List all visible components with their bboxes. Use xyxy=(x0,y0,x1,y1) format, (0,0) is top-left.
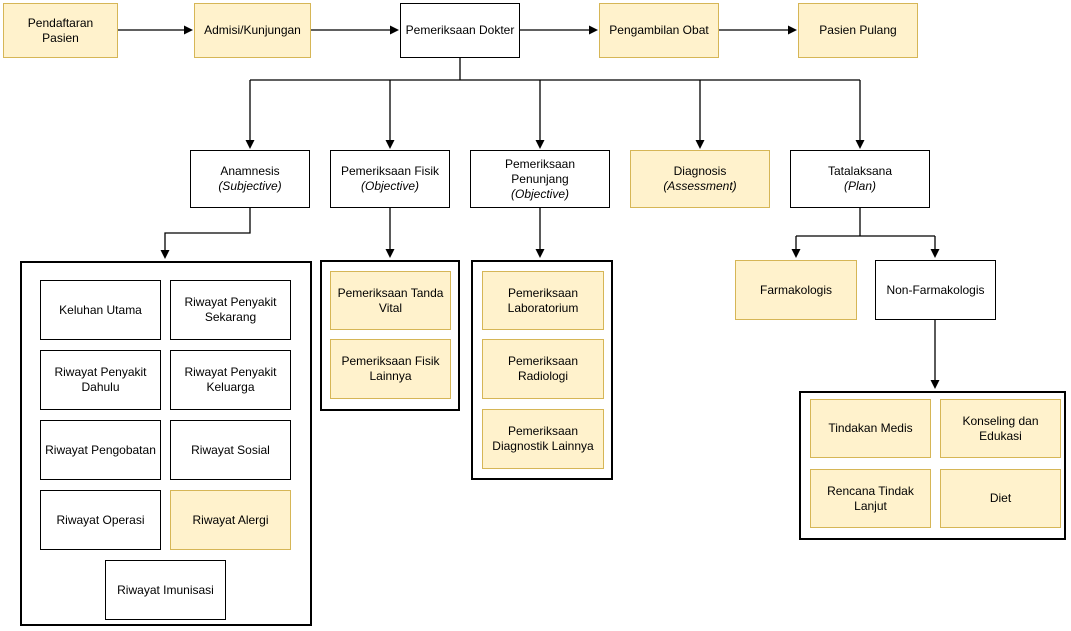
node-admisi-kunjungan: Admisi/Kunjungan xyxy=(194,3,311,58)
node-title: Tatalaksana xyxy=(827,164,893,178)
node-label: Pengambilan Obat xyxy=(609,23,709,37)
node-pendaftaran-pasien: Pendaftaran Pasien xyxy=(3,3,118,58)
node-pemeriksaan-tanda-vital: Pemeriksaan Tanda Vital xyxy=(330,271,451,330)
node-subtitle: (Objective) xyxy=(360,179,419,193)
node-konseling-dan-edukasi: Konseling dan Edukasi xyxy=(940,399,1061,458)
node-pemeriksaan-dokter: Pemeriksaan Dokter xyxy=(400,3,520,58)
node-anamnesis: Anamnesis (Subjective) xyxy=(190,150,310,208)
node-non-farmakologis: Non-Farmakologis xyxy=(875,260,996,320)
node-pemeriksaan-fisik: Pemeriksaan Fisik (Objective) xyxy=(330,150,450,208)
node-label: Diet xyxy=(989,491,1012,505)
node-label: Riwayat Pengobatan xyxy=(45,442,156,457)
node-label: Riwayat Alergi xyxy=(192,512,269,527)
node-label: Pendaftaran Pasien xyxy=(27,15,94,45)
node-label: Riwayat Penyakit Dahulu xyxy=(54,365,147,394)
node-subtitle: (Plan) xyxy=(843,179,876,193)
node-label: Riwayat Penyakit Sekarang xyxy=(184,295,277,324)
node-pemeriksaan-laboratorium: Pemeriksaan Laboratorium xyxy=(482,271,604,330)
node-subtitle: (Assessment) xyxy=(663,179,737,193)
node-riwayat-penyakit-keluarga: Riwayat Penyakit Keluarga xyxy=(170,350,291,410)
node-label: Riwayat Sosial xyxy=(191,442,270,457)
node-label: Keluhan Utama xyxy=(59,302,142,317)
node-label: Farmakologis xyxy=(759,282,833,297)
node-pemeriksaan-penunjang: Pemeriksaan Penunjang (Objective) xyxy=(470,150,610,208)
node-pasien-pulang: Pasien Pulang xyxy=(798,3,918,58)
node-label: Pemeriksaan Diagnostik Lainnya xyxy=(492,424,594,453)
node-riwayat-imunisasi: Riwayat Imunisasi xyxy=(105,560,226,620)
node-label: Pemeriksaan Radiologi xyxy=(507,354,579,383)
node-riwayat-sosial: Riwayat Sosial xyxy=(170,420,291,480)
node-rencana-tindak-lanjut: Rencana Tindak Lanjut xyxy=(810,469,931,528)
node-pemeriksaan-fisik-lainnya: Pemeriksaan Fisik Lainnya xyxy=(330,339,451,399)
node-label: Konseling dan Edukasi xyxy=(962,413,1039,443)
node-label: Riwayat Operasi xyxy=(56,512,145,527)
node-label: Non-Farmakologis xyxy=(886,282,985,297)
node-riwayat-penyakit-dahulu: Riwayat Penyakit Dahulu xyxy=(40,350,161,410)
node-tatalaksana: Tatalaksana (Plan) xyxy=(790,150,930,208)
node-subtitle: (Subjective) xyxy=(218,179,282,193)
node-title: Pemeriksaan Fisik xyxy=(340,164,440,178)
node-subtitle: (Objective) xyxy=(510,186,569,201)
node-riwayat-penyakit-sekarang: Riwayat Penyakit Sekarang xyxy=(170,280,291,340)
node-label: Admisi/Kunjungan xyxy=(204,23,301,37)
node-farmakologis: Farmakologis xyxy=(735,260,857,320)
node-tindakan-medis: Tindakan Medis xyxy=(810,399,931,458)
node-pemeriksaan-radiologi: Pemeriksaan Radiologi xyxy=(482,339,604,399)
node-title: Pemeriksaan Penunjang xyxy=(504,156,576,186)
node-pengambilan-obat: Pengambilan Obat xyxy=(599,3,719,58)
node-label: Riwayat Imunisasi xyxy=(117,582,214,597)
node-label: Pemeriksaan Dokter xyxy=(405,23,515,37)
node-label: Pasien Pulang xyxy=(819,23,897,37)
node-pemeriksaan-diagnostik-lainnya: Pemeriksaan Diagnostik Lainnya xyxy=(482,409,604,469)
node-title: Anamnesis xyxy=(220,164,280,178)
node-riwayat-operasi: Riwayat Operasi xyxy=(40,490,161,550)
node-label: Pemeriksaan Tanda Vital xyxy=(337,285,444,315)
node-diet: Diet xyxy=(940,469,1061,528)
node-label: Riwayat Penyakit Keluarga xyxy=(184,365,277,394)
node-keluhan-utama: Keluhan Utama xyxy=(40,280,161,340)
node-riwayat-alergi: Riwayat Alergi xyxy=(170,490,291,550)
node-riwayat-pengobatan: Riwayat Pengobatan xyxy=(40,420,161,480)
node-label: Tindakan Medis xyxy=(828,421,913,435)
node-label: Rencana Tindak Lanjut xyxy=(827,483,914,513)
node-diagnosis: Diagnosis (Assessment) xyxy=(630,150,770,208)
node-label: Pemeriksaan Fisik Lainnya xyxy=(341,354,440,383)
node-label: Pemeriksaan Laboratorium xyxy=(507,285,579,315)
node-title: Diagnosis xyxy=(673,164,727,178)
